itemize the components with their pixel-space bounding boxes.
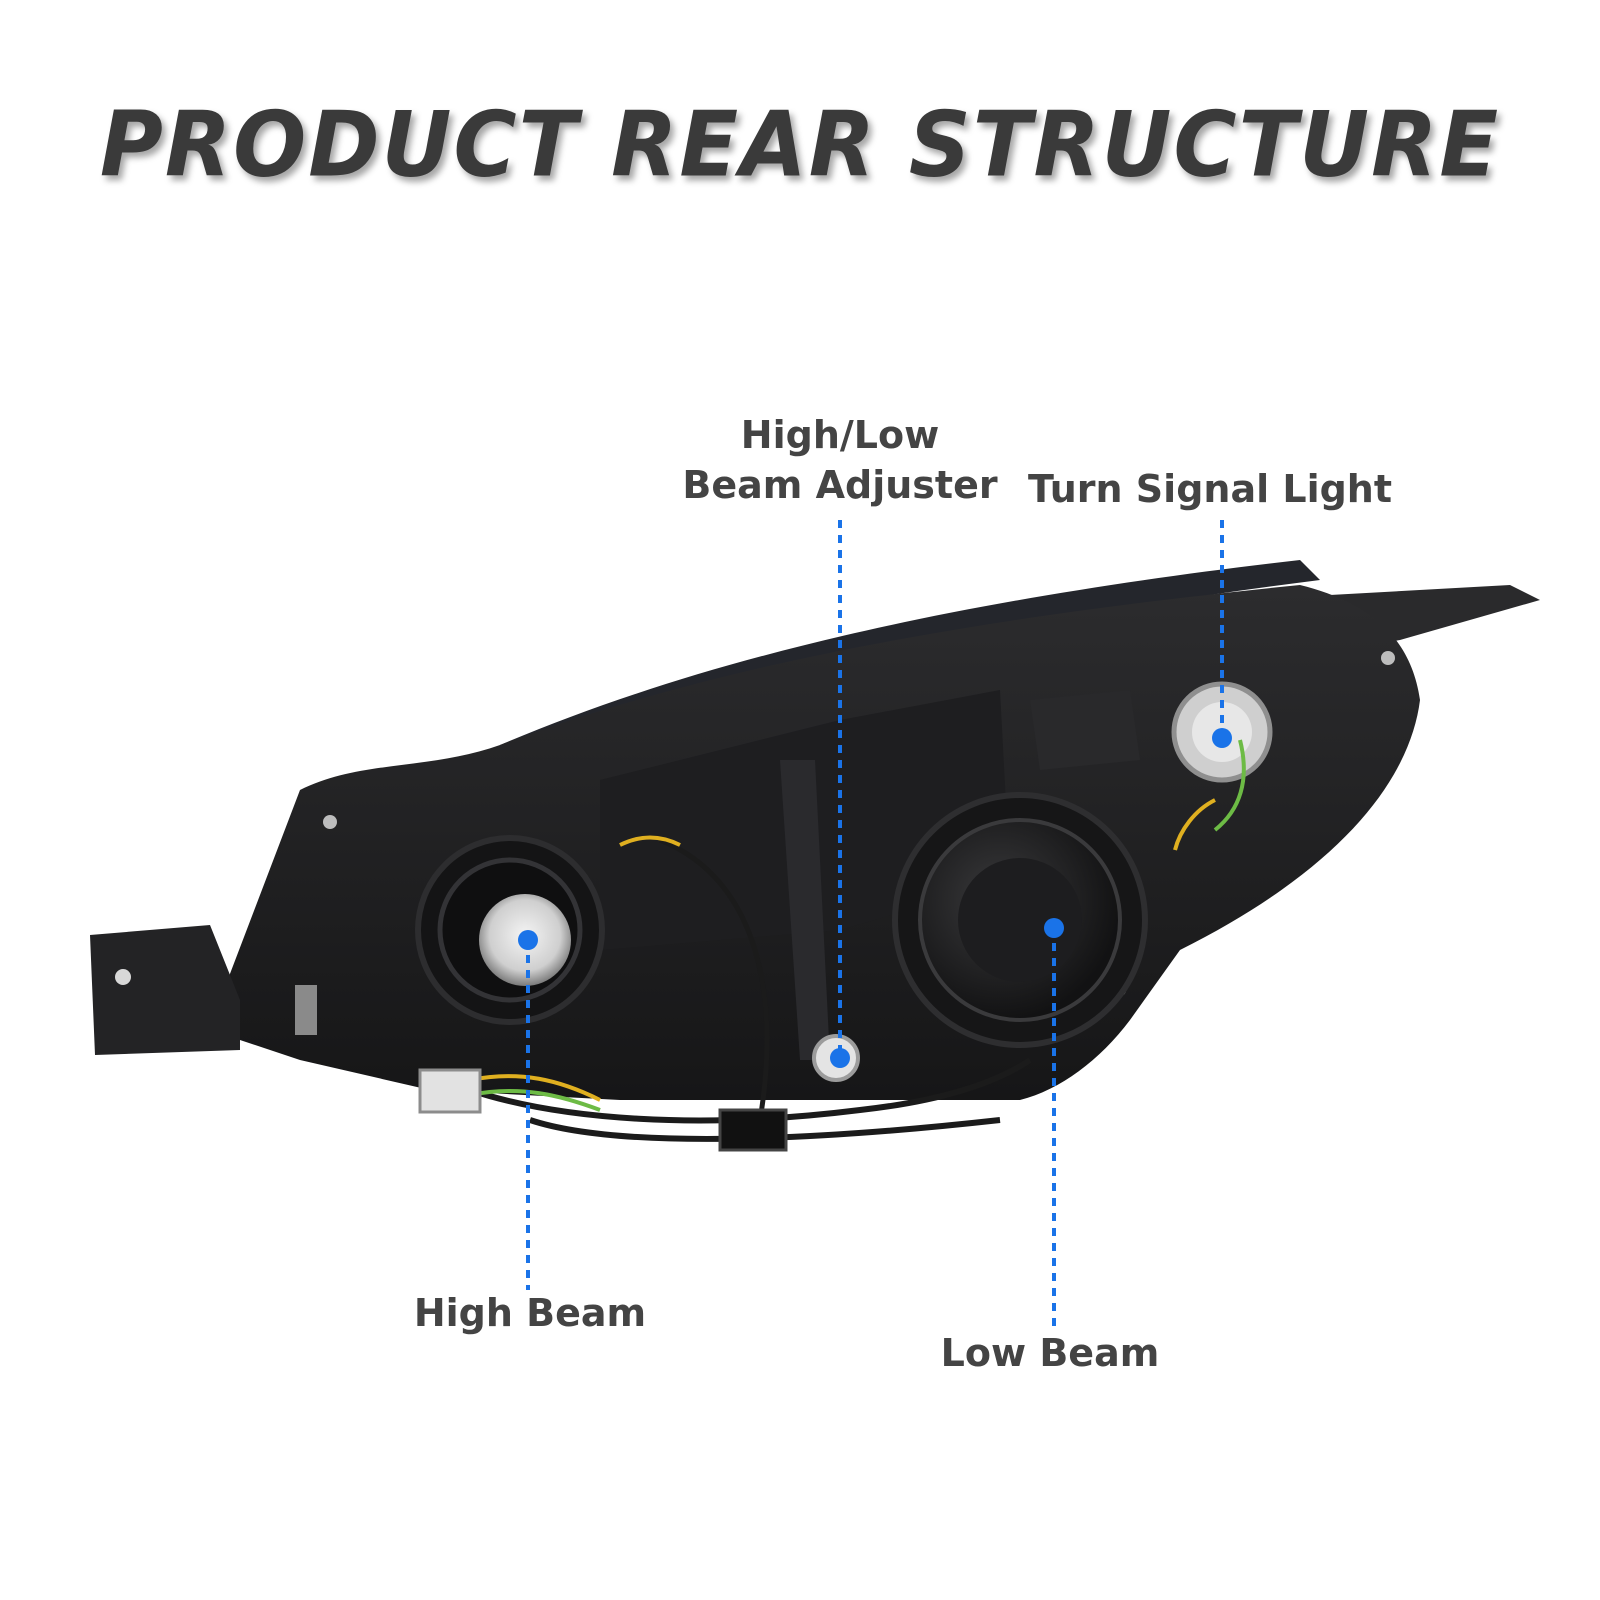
adjuster-label-line2: Beam Adjuster bbox=[682, 463, 998, 507]
high-beam-label: High Beam bbox=[413, 1291, 647, 1335]
wiring-harness bbox=[418, 835, 1032, 1152]
low-beam-marker bbox=[1044, 918, 1064, 938]
callout-lines bbox=[526, 520, 1224, 1330]
low-beam-cap bbox=[892, 792, 1148, 1048]
high-beam-marker bbox=[518, 930, 538, 950]
page-title: PRODUCT REAR STRUCTURE bbox=[99, 92, 1501, 198]
adjuster-label: High/Low Beam Adjuster bbox=[640, 410, 1040, 510]
adjuster-marker bbox=[830, 1048, 850, 1068]
adjuster-label-line1: High/Low bbox=[740, 413, 940, 457]
headlight-housing bbox=[90, 560, 1540, 1100]
turn-signal-marker bbox=[1212, 728, 1232, 748]
high-beam-socket bbox=[415, 835, 605, 1025]
low-beam-label: Low Beam bbox=[940, 1331, 1160, 1375]
turn-signal-label: Turn Signal Light bbox=[1027, 467, 1393, 511]
